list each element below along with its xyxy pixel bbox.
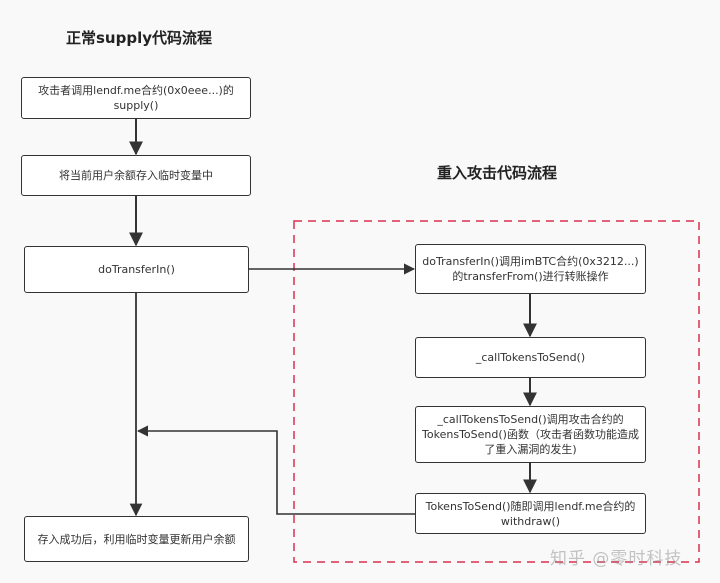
node-transfer-from[interactable]: doTransferIn()调用imBTC合约(0x3212...)的trans…	[415, 244, 646, 294]
edge-h-reentry	[136, 425, 415, 515]
node-attacker-tokens-to-send[interactable]: _callTokensToSend()调用攻击合约的TokensToSend()…	[415, 406, 646, 463]
node-store-balance[interactable]: 将当前用户余额存入临时变量中	[21, 155, 251, 196]
node-supply-call[interactable]: 攻击者调用lendf.me合约(0x0eee...)的supply()	[21, 77, 251, 119]
node-do-transfer-in[interactable]: doTransferIn()	[24, 246, 249, 293]
node-withdraw-call-label: TokensToSend()随即调用lendf.me合约的withdraw()	[425, 499, 636, 528]
node-update-balance-label: 存入成功后，利用临时变量更新用户余额	[37, 532, 236, 546]
node-store-balance-label: 将当前用户余额存入临时变量中	[59, 169, 213, 182]
node-withdraw-call[interactable]: TokensToSend()随即调用lendf.me合约的withdraw()	[415, 493, 646, 534]
node-call-tokens-to-send[interactable]: _callTokensToSend()	[415, 337, 646, 378]
reentrancy-flow-title: 重入攻击代码流程	[437, 164, 558, 182]
normal-flow-title: 正常supply代码流程	[66, 29, 213, 47]
reentrancy-group-boundary	[293, 220, 700, 563]
node-attacker-tokens-to-send-label: _callTokensToSend()调用攻击合约的TokensToSend()…	[422, 413, 639, 456]
watermark: 知乎 @零时科技	[550, 549, 683, 569]
node-update-balance[interactable]: 存入成功后，利用临时变量更新用户余额	[24, 516, 249, 562]
node-transfer-from-label: doTransferIn()调用imBTC合约(0x3212...)的trans…	[422, 255, 639, 283]
node-supply-call-label: 攻击者调用lendf.me合约(0x0eee...)的supply()	[38, 84, 234, 112]
node-call-tokens-to-send-label: _callTokensToSend()	[475, 351, 586, 364]
node-do-transfer-in-label: doTransferIn()	[98, 263, 175, 276]
